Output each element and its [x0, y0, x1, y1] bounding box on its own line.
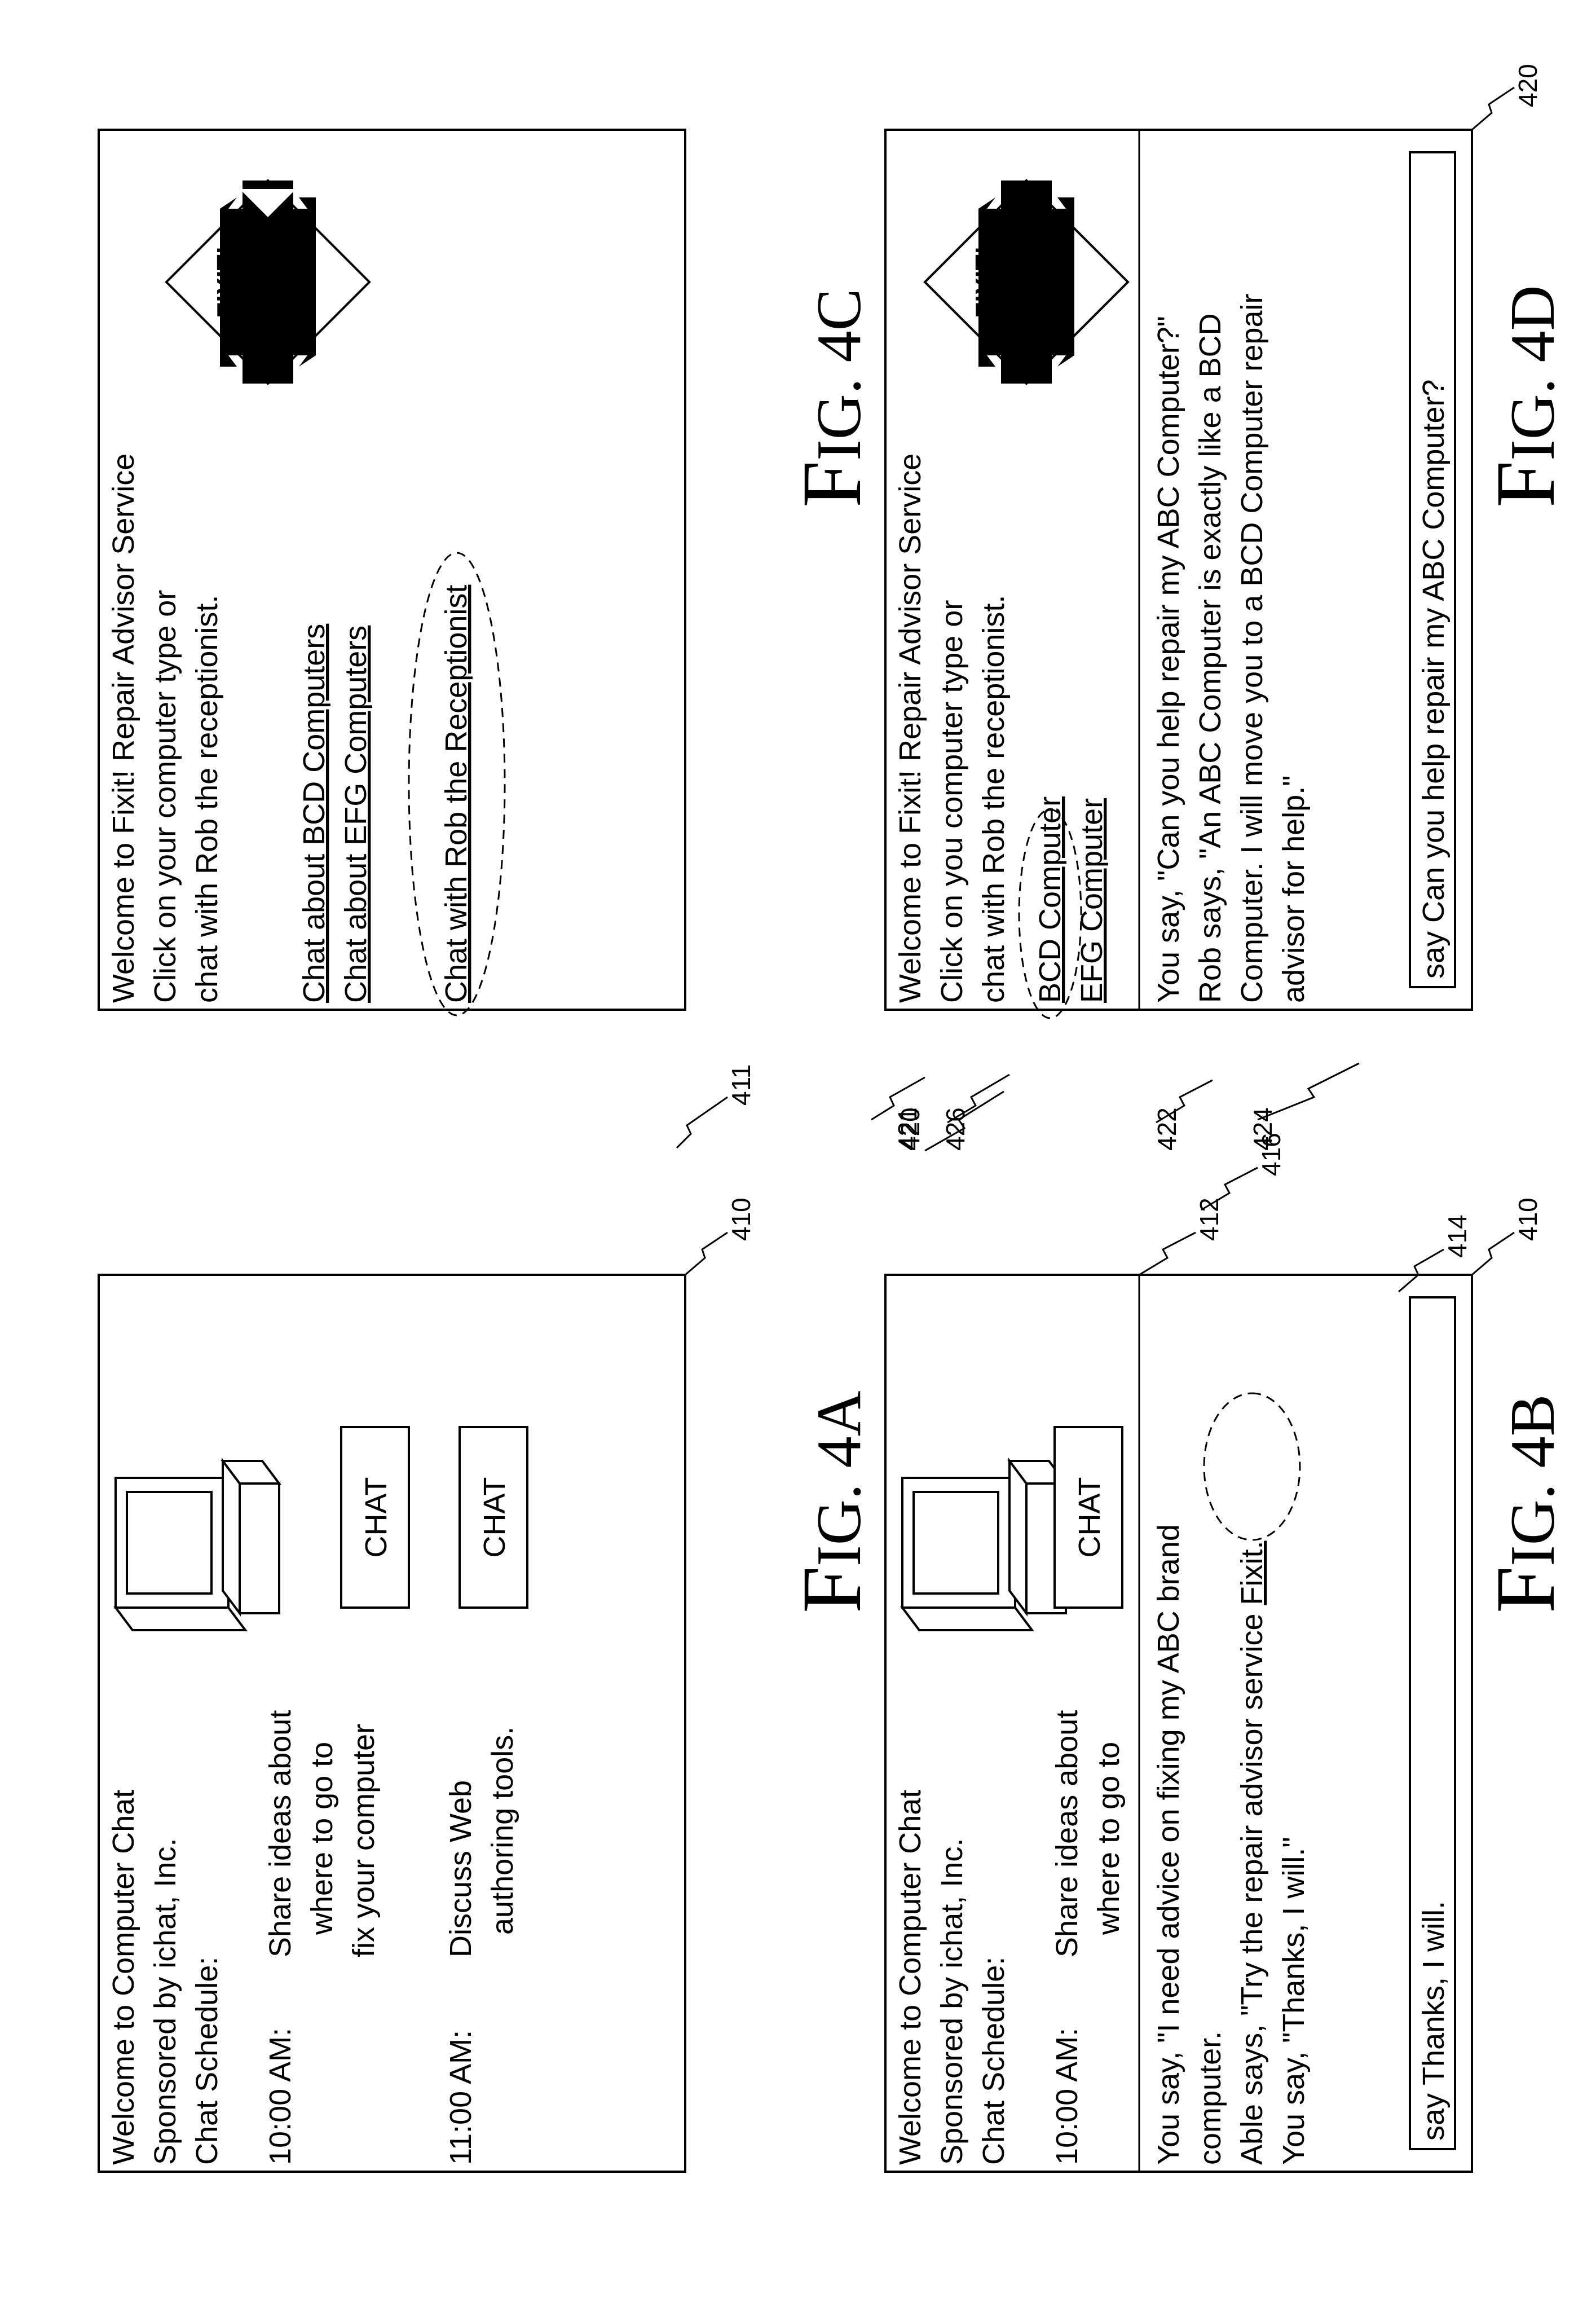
fixit-logo-text: FIXIT! — [970, 246, 999, 318]
fig4b-ref-410: 410 — [1513, 1198, 1542, 1241]
fig4a-line-3: Chat Schedule: — [190, 1957, 224, 2165]
fig4d-chat-input-value: say Can you help repair my ABC Computer? — [1417, 380, 1450, 979]
fig4d-transcript-4: advisor for help." — [1277, 776, 1311, 1003]
fig4b-transcript-2: computer. — [1193, 2031, 1227, 2165]
fig4a-ref-410-leader — [685, 1231, 728, 1276]
fig4d-ref-426: 426 — [941, 1107, 970, 1151]
fig4a-screen-frame — [98, 1274, 686, 2173]
fig4d-line-2: Click on you computer type or — [935, 600, 969, 1003]
fig4a-ref-411: 411 — [726, 1064, 756, 1106]
fig4b-ref-412-leader — [1139, 1231, 1196, 1276]
fig4a-time-1: 10:00 AM: — [263, 2028, 297, 2165]
fig4d-ref-420: 420 — [896, 1107, 925, 1151]
fig4b-time: 10:00 AM: — [1050, 2028, 1084, 2165]
fig4b-ref-416: 416 — [1256, 1133, 1286, 1176]
fig4d-line-3: chat with Rob the receptionist. — [977, 595, 1011, 1003]
fig4b-ref-410-leader — [1471, 1231, 1515, 1276]
fig4b-chat-button-label: CHAT — [1073, 1477, 1106, 1558]
fig4a-desc-1c: fix your computer — [347, 1724, 381, 1957]
fig4b-ref-414-leader — [1398, 1248, 1444, 1293]
fig4c-caption: FIG. 4C — [785, 289, 879, 508]
fig4d-caption: FIG. 4D — [1479, 285, 1572, 508]
fig4b-transcript-4: You say, "Thanks, I will." — [1277, 1837, 1311, 2165]
fig4b-line-2: Sponsored by ichat, Inc. — [935, 1838, 969, 2165]
fig4b-desc-b: where to go to — [1092, 1742, 1126, 1935]
figure-4c: Welcome to Fixit! Repair Advisor Service… — [98, 64, 1542, 1152]
fig4c-link-efg[interactable]: Chat about EFG Computers — [339, 626, 373, 1003]
fixit-logo-text: FIXIT! — [211, 246, 241, 318]
fig4c-ref-420: 420 — [1513, 64, 1542, 107]
fig4c-screen: Welcome to Fixit! Repair Advisor Service… — [98, 129, 686, 1016]
computer-icon — [113, 1458, 281, 1631]
fig4c-ref-420-leader — [1471, 86, 1515, 131]
fig4b-chat-input[interactable] — [1409, 1296, 1456, 2150]
fig4a-chat-button-1-label: CHAT — [359, 1477, 393, 1558]
fig4b-desc-a: Share ideas about — [1050, 1710, 1084, 1957]
fig4a-line-1: Welcome to Computer Chat — [107, 1790, 140, 2165]
fig4a-chat-button-1[interactable] — [340, 1426, 410, 1609]
fig4c-link-highlight — [408, 552, 506, 1016]
fig4b-chat-button[interactable] — [1053, 1426, 1123, 1609]
fig4b-link-highlight — [1203, 1392, 1301, 1541]
fig4b-ref-416-leader — [1201, 1166, 1258, 1211]
fig4d-ref-424-leader — [1257, 1062, 1360, 1121]
fig4d-transcript-2: Rob says, "An ABC Computer is exactly li… — [1193, 313, 1227, 1003]
fig4b-chat-input-value: say Thanks, I will. — [1417, 1901, 1450, 2141]
fig4a-caption: FIG. 4A — [785, 1390, 879, 1613]
fig4b-ref-414: 414 — [1443, 1214, 1472, 1258]
fig4b-caption: FIG. 4B — [1479, 1394, 1572, 1613]
fig4d-ref-422: 422 — [1152, 1107, 1181, 1151]
fig4a-ref-410: 410 — [726, 1198, 756, 1241]
fig4d-link-efg[interactable]: EFG Computer — [1075, 798, 1109, 1003]
fig4b-line-1: Welcome to Computer Chat — [893, 1790, 927, 2165]
figure-4d: Welcome to Fixit! Repair Advisor Service… — [871, 129, 1572, 1151]
fig4d-link-bcd[interactable]: BCD Computer — [1033, 796, 1067, 1003]
fig4d-ref-420-leader — [871, 1076, 925, 1121]
fig4d-screen: Welcome to Fixit! Repair Advisor Service… — [884, 129, 1473, 1019]
fixit-link[interactable]: Fixit. — [1235, 1540, 1269, 1605]
fig4d-transcript-3: Computer. I will move you to a BCD Compu… — [1235, 294, 1269, 1003]
fixit-logo: FIXIT! — [923, 179, 1130, 385]
fig4b-screen: Welcome to Computer Chat Sponsored by ic… — [884, 1274, 1473, 2173]
fig4b-transcript-1: You say, "I need advice on fixing my ABC… — [1152, 1524, 1185, 2165]
computer-icon — [900, 1458, 1068, 1631]
fig4a-desc-2a: Discuss Web — [444, 1780, 478, 1957]
fig4c-ref-421: 421 — [893, 1107, 922, 1151]
fig4d-ref-422-leader — [1156, 1079, 1213, 1124]
fig4b-line-3: Chat Schedule: — [977, 1957, 1011, 2165]
fig4d-transcript-1: You say, "Can you help repair my ABC Com… — [1152, 316, 1185, 1003]
fig4c-line-1: Welcome to Fixit! Repair Advisor Service — [107, 454, 140, 1003]
fig4c-link-bcd[interactable]: Chat about BCD Computers — [297, 624, 331, 1003]
fig4a-line-2: Sponsored by ichat, Inc. — [148, 1838, 182, 2165]
fig4d-ref-424: 424 — [1248, 1107, 1277, 1151]
figure-4b: Welcome to Computer Chat Sponsored by ic… — [884, 1133, 1572, 2173]
fig4d-link-highlight — [1018, 808, 1082, 1019]
fig4a-desc-2b: authoring tools. — [486, 1727, 519, 1935]
figure-4a: Welcome to Computer Chat Sponsored by ic… — [98, 1064, 879, 2173]
fig4d-chat-input[interactable] — [1409, 151, 1456, 988]
fig4c-line-3: chat with Rob the receptionist. — [190, 595, 224, 1003]
fig4a-chat-button-2-label: CHAT — [478, 1477, 512, 1558]
fig4c-ref-421-leader — [924, 1090, 1004, 1152]
fixit-logo: FIXIT! — [165, 179, 371, 385]
fig4b-transcript-3: Able says, "Try the repair advisor servi… — [1235, 1540, 1269, 2165]
fig4a-ref-411-leader — [676, 1096, 728, 1149]
fig4b-ref-412: 412 — [1194, 1198, 1224, 1241]
fig4c-link-rob[interactable]: Chat with Rob the Receptionist — [439, 585, 473, 1003]
fig4a-time-2: 11:00 AM: — [444, 2030, 478, 2165]
fig4a-screen: Welcome to Computer Chat Sponsored by ic… — [98, 1274, 686, 2173]
fig4a-chat-button-2[interactable] — [458, 1426, 528, 1609]
fig4a-desc-1a: Share ideas about — [263, 1710, 297, 1957]
fig4d-line-1: Welcome to Fixit! Repair Advisor Service — [893, 454, 927, 1003]
fig4a-desc-1b: where to go to — [305, 1742, 339, 1935]
fig4d-ref-426-leader — [947, 1073, 1010, 1124]
fig4c-line-2: Click on your computer type or — [148, 590, 182, 1003]
